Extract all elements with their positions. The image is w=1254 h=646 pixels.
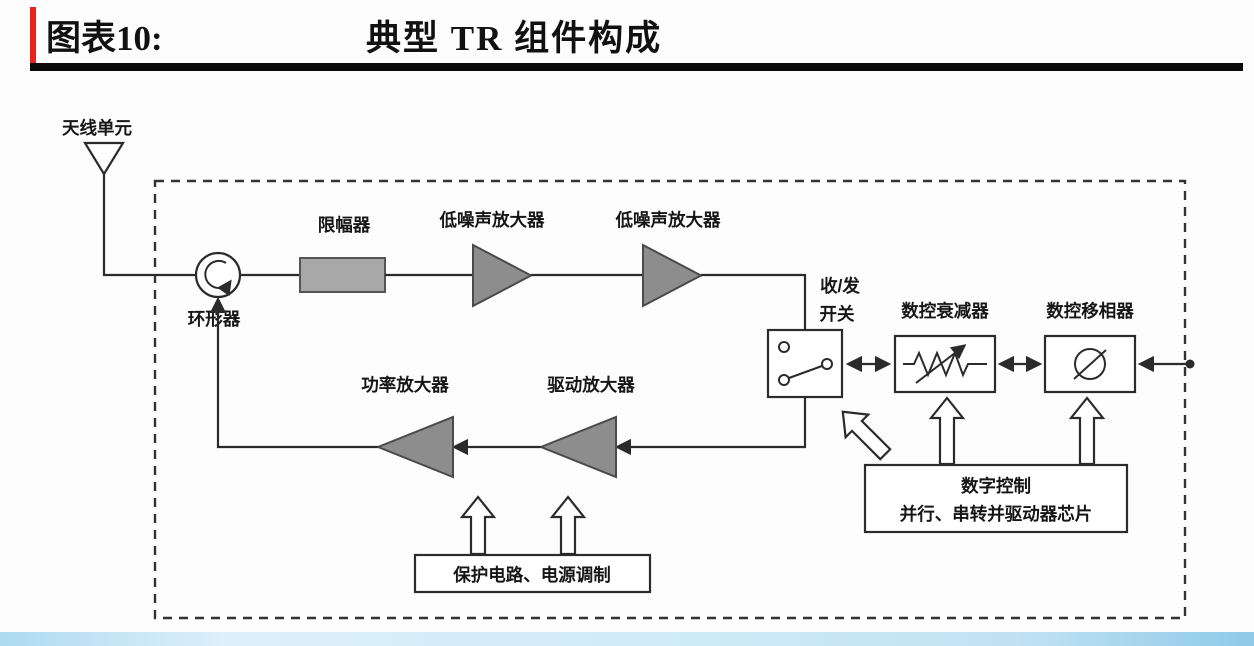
switch-contact-bottom-icon (778, 374, 790, 386)
rf-port-dot (1185, 359, 1195, 369)
circulator-label: 环形器 (188, 309, 241, 329)
limiter-block (299, 257, 386, 293)
phase-shifter-label: 数控移相器 (1046, 301, 1134, 321)
wire-lna2-to-switch (701, 273, 807, 330)
figure-number-label: 图表10: (46, 19, 163, 58)
tr-module-dashed-boundary (153, 179, 1187, 620)
lna2-label: 低噪声放大器 (615, 210, 721, 230)
digital-control-block (863, 463, 1129, 534)
phase-shifter-phi-circle-icon (1074, 348, 1106, 380)
power-amplifier-symbol (375, 415, 454, 479)
switch-arm-icon (788, 365, 823, 379)
switch-contact-top-icon (778, 341, 790, 353)
antenna-feed-line (102, 174, 196, 277)
antenna-icon (83, 141, 125, 177)
antenna-label: 天线单元 (62, 118, 132, 138)
protection-circuit-label: 保护电路、电源调制 (452, 565, 611, 585)
title-red-accent-bar (30, 7, 36, 69)
phase-shifter-phi-slash-icon (1073, 349, 1107, 380)
driver-amplifier-label: 驱动放大器 (547, 375, 635, 395)
digital-control-label-line1: 数字控制 (961, 476, 1031, 496)
attenuator-label: 数控衰减器 (901, 301, 989, 321)
digital-control-up-arrow-phaseshifter-icon (1068, 396, 1106, 466)
switch-pole-icon (821, 358, 833, 370)
protection-up-arrow-1-icon (459, 495, 497, 556)
tr-switch-label-line1: 收/发 (820, 276, 860, 296)
figure-title-text: 典型 TR 组件构成 (366, 19, 663, 58)
figure-title: 图表10: 典型 TR 组件构成 (46, 10, 1236, 64)
tr-switch-block (766, 328, 844, 399)
power-amplifier-label: 功率放大器 (361, 375, 449, 395)
digital-control-up-arrow-attenuator-icon (928, 396, 966, 466)
wire-power-amp-to-circulator (209, 296, 378, 449)
tr-switch-label-line2: 开关 (820, 304, 855, 324)
circulator-symbol (194, 251, 242, 299)
lna2-amplifier-symbol (642, 243, 704, 308)
driver-amplifier-symbol (538, 415, 617, 479)
protection-up-arrow-2-icon (549, 495, 587, 556)
title-underline (30, 63, 1243, 71)
footer-watermark-strip (0, 632, 1254, 646)
lna1-amplifier-symbol (472, 243, 534, 308)
digital-control-label-line2: 并行、串转并驱动器芯片 (900, 504, 1093, 524)
digital-control-diagonal-arrow-icon (841, 410, 892, 461)
circulator-rotation-arrow-icon (204, 260, 232, 297)
lna1-label: 低噪声放大器 (439, 210, 545, 230)
protection-circuit-block (413, 553, 652, 594)
attenuator-variable-arrow-icon (915, 344, 967, 384)
limiter-label: 限幅器 (318, 215, 371, 235)
wire-switch-to-driver-amp (614, 397, 807, 456)
